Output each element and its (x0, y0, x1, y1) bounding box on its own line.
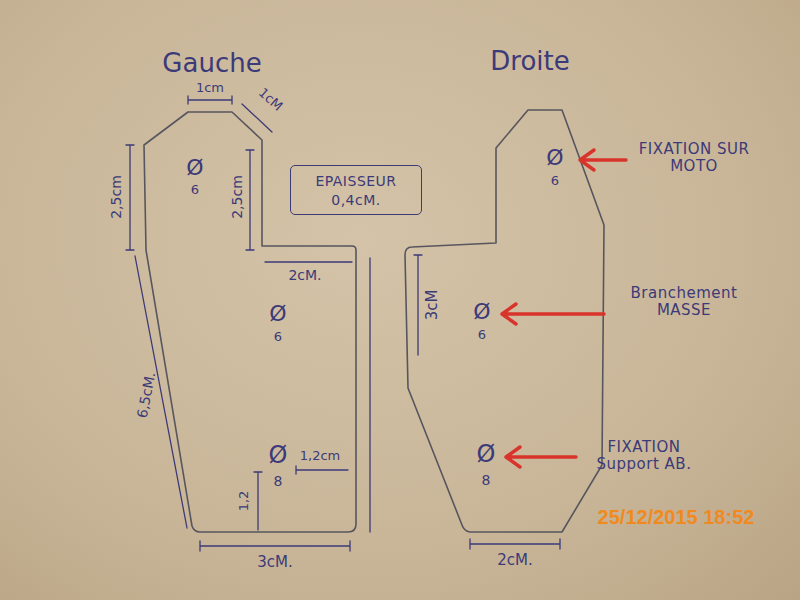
diameter-symbol: Ø (269, 442, 288, 470)
dimension-label: 2,5cm (108, 175, 124, 219)
dimension-line (265, 261, 352, 262)
dimension-line (296, 466, 348, 474)
dimension-line (200, 541, 350, 551)
diameter-value: 8 (274, 473, 283, 489)
callout-text: FIXATION SUR MOTO (634, 141, 754, 176)
right-piece-outline (405, 110, 604, 532)
dimension-label: 2cM. (288, 267, 321, 283)
diameter-value: 6 (274, 330, 282, 345)
dimension-label: 1cM (255, 86, 285, 115)
callout-arrow (502, 304, 604, 324)
diameter-symbol: Ø (269, 301, 286, 326)
dimension-label: 3cM (424, 290, 441, 321)
diameter-value: 6 (478, 328, 486, 343)
diameter-symbol: Ø (186, 155, 203, 180)
date-stamp: 25/12/2015 18:52 (598, 506, 755, 529)
dimension-label: 3cM. (257, 554, 293, 571)
diameter-symbol: Ø (473, 299, 490, 324)
callout-text: Branchement MASSE (614, 285, 754, 320)
dimension-line (414, 255, 422, 355)
dimension-label: 2cM. (497, 552, 533, 569)
diameter-symbol: Ø (546, 145, 563, 170)
dimension-label: 2,5cm (229, 175, 245, 219)
dimension-line (470, 539, 560, 549)
dimension-line (369, 258, 370, 532)
dimension-label: 1,2cm (300, 449, 341, 464)
callout-arrow (506, 447, 576, 467)
diameter-value: 8 (482, 472, 491, 488)
dimension-line (246, 150, 254, 250)
piece-title: Droite (490, 47, 569, 77)
dimension-label: 1,2 (237, 491, 252, 512)
callout-arrow (580, 150, 626, 170)
diameter-value: 6 (191, 183, 199, 198)
piece-title: Gauche (162, 49, 261, 79)
diameter-symbol: Ø (477, 441, 496, 469)
note-box: EPAISSEUR 0,4cM. (290, 165, 422, 215)
dimension-line (188, 96, 232, 104)
dimension-label: 6,5cM. (134, 371, 159, 420)
dimension-label: 1cm (196, 81, 224, 96)
dimension-line (126, 145, 134, 250)
dimension-line (254, 472, 262, 530)
callout-text: FIXATION Support AB. (582, 439, 706, 474)
note-text: EPAISSEUR 0,4cM. (315, 173, 396, 208)
diameter-value: 6 (551, 174, 559, 189)
